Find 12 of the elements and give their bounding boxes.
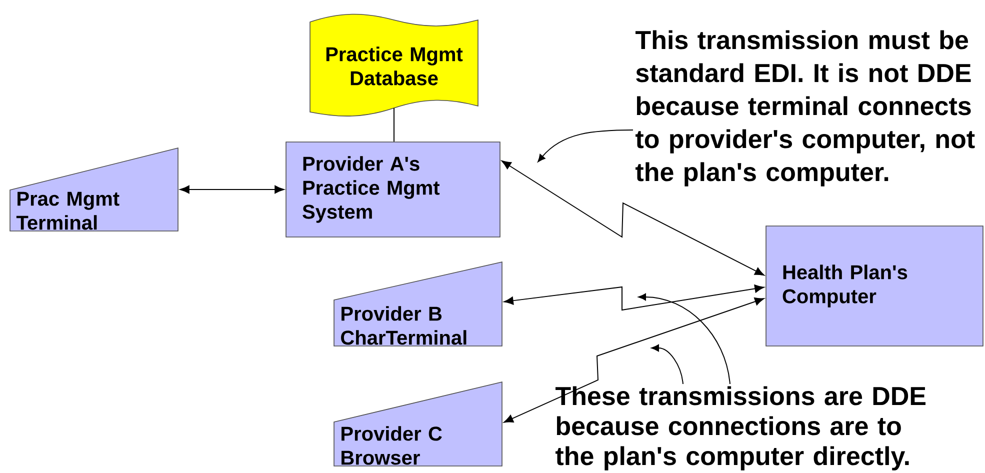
arrow xyxy=(504,284,764,311)
system-box: Provider A's Practice Mgmt System xyxy=(286,142,500,238)
arrow xyxy=(504,298,764,423)
leader-line xyxy=(651,344,684,384)
leader-line xyxy=(538,130,634,162)
arrow xyxy=(502,160,764,276)
leader-line xyxy=(638,293,730,384)
system-box: Health Plan's Computer xyxy=(766,226,984,346)
database-cylinder: Practice Mgmt Database xyxy=(310,14,478,116)
arrow xyxy=(180,185,284,194)
note-text: These transmissions are DDE because connections are to the plan's computer directly. xyxy=(556,386,926,470)
note-text: This transmission must be standard EDI. It is not DDE because terminal connects to provider's computer, not the plan's computer. xyxy=(636,30,975,186)
